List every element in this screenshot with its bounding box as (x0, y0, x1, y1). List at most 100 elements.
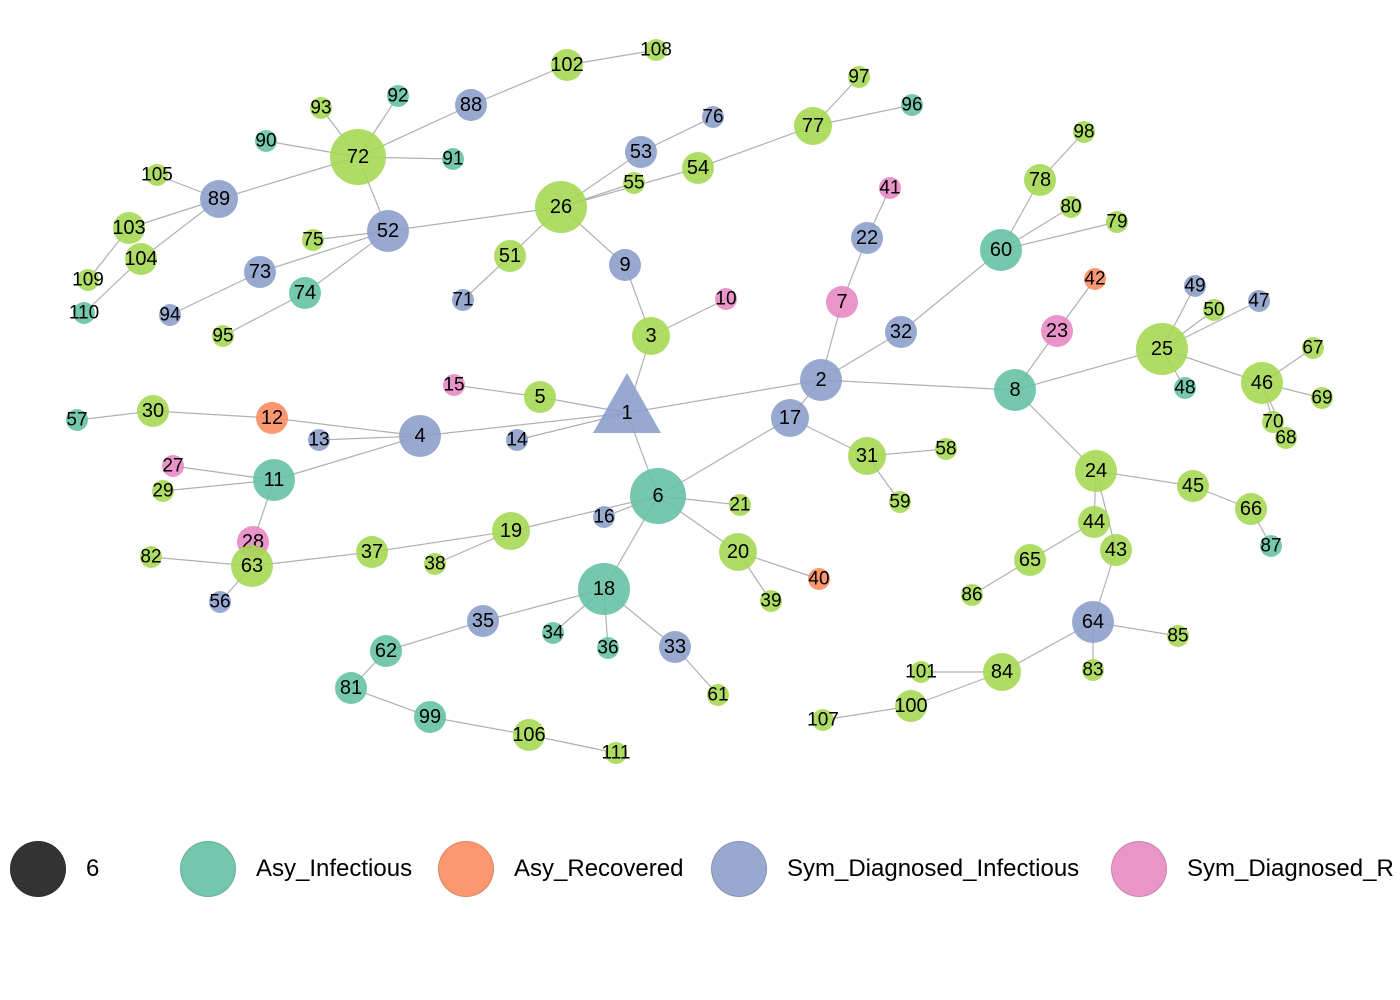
node-shape (1082, 659, 1104, 681)
node-shape (851, 222, 883, 254)
legend-label: Asy_Recovered (514, 855, 684, 882)
node-shape (578, 563, 630, 615)
node-shape (597, 637, 619, 659)
node-60: 60 (980, 229, 1022, 271)
node-label: 50 (1203, 300, 1224, 321)
node-shape (961, 584, 983, 606)
node-shape (1072, 601, 1114, 643)
node-shape (399, 415, 441, 457)
node-shape (879, 177, 901, 199)
node-5: 5 (524, 381, 556, 413)
node-shape (980, 229, 1022, 271)
node-shape (125, 243, 157, 275)
node-shape (707, 684, 729, 706)
node-shape (1248, 290, 1270, 312)
node-23: 23 (1041, 315, 1073, 347)
node-76: 76 (702, 106, 724, 128)
node-shape (632, 317, 670, 355)
node-label: 101 (905, 662, 937, 683)
node-19: 19 (492, 512, 530, 550)
node-95: 95 (212, 325, 234, 347)
node-label: 110 (69, 303, 99, 324)
node-97: 97 (848, 66, 870, 88)
node-label: 109 (72, 270, 104, 291)
node-shape (682, 152, 714, 184)
edge-35-62 (385, 620, 484, 652)
node-label: 20 (727, 541, 749, 563)
node-label: 11 (264, 469, 285, 491)
node-label: 69 (1311, 388, 1332, 409)
node-label: 33 (664, 636, 686, 658)
node-42: 42 (1084, 268, 1106, 290)
node-96: 96 (901, 94, 923, 116)
node-shape (452, 289, 474, 311)
node-shape (492, 512, 530, 550)
node-label: 67 (1302, 338, 1323, 359)
node-label: 102 (550, 54, 583, 76)
legend-swatch (10, 841, 66, 897)
node-92: 92 (387, 85, 409, 107)
node-shape (308, 429, 330, 451)
node-109: 109 (72, 269, 104, 291)
node-36: 36 (597, 637, 619, 659)
node-2: 2 (800, 359, 842, 401)
edge-4-11 (273, 435, 421, 481)
node-89: 89 (200, 180, 238, 218)
node-shape (370, 635, 402, 667)
node-shape (1060, 196, 1082, 218)
node-label: 93 (310, 98, 331, 119)
node-shape (77, 269, 99, 291)
node-shape (1106, 211, 1128, 233)
node-label: 16 (593, 507, 614, 528)
node-79: 79 (1106, 211, 1128, 233)
node-3: 3 (632, 317, 670, 355)
node-58: 58 (935, 438, 957, 460)
node-100: 100 (894, 690, 928, 722)
legend-swatch (180, 841, 236, 897)
node-43: 43 (1100, 534, 1132, 566)
legend-label: Sym_Diagnosed_R (1187, 855, 1394, 882)
legend-label: 6 (86, 855, 100, 882)
node-label: 104 (124, 248, 157, 270)
edge-99-106 (429, 716, 530, 736)
node-shape (335, 672, 367, 704)
node-57: 57 (66, 409, 88, 431)
node-label: 3 (645, 325, 656, 347)
node-shape (152, 480, 174, 502)
node-shape (1184, 275, 1206, 297)
node-label: 87 (1260, 536, 1281, 557)
node-shape (302, 229, 324, 251)
node-66: 66 (1235, 493, 1267, 525)
node-83: 83 (1082, 659, 1104, 681)
node-label: 45 (1182, 475, 1204, 497)
node-74: 74 (289, 277, 321, 309)
node-15: 15 (443, 374, 465, 396)
node-shape (159, 304, 181, 326)
node-label: 56 (209, 592, 230, 613)
node-shape (1275, 427, 1297, 449)
node-shape (73, 302, 95, 324)
node-label: 34 (542, 623, 564, 644)
node-label: 23 (1046, 320, 1068, 342)
node-shape (244, 256, 276, 288)
node-shape (848, 437, 886, 475)
node-label: 52 (377, 220, 399, 242)
node-shape (659, 631, 691, 663)
node-label: 64 (1082, 611, 1104, 633)
node-65: 65 (1014, 544, 1046, 576)
node-label: 84 (991, 661, 1013, 683)
node-shape (715, 288, 737, 310)
node-17: 17 (771, 399, 809, 437)
node-shape (424, 553, 446, 575)
node-label: 73 (249, 261, 271, 283)
node-7: 7 (826, 286, 858, 318)
node-shape (1024, 164, 1056, 196)
node-label: 77 (802, 115, 824, 137)
node-59: 59 (889, 491, 911, 513)
node-label: 5 (534, 386, 545, 408)
node-62: 62 (370, 635, 402, 667)
node-label: 65 (1019, 549, 1041, 571)
node-shape (771, 399, 809, 437)
node-1: 1 (593, 373, 661, 433)
node-label: 22 (856, 227, 878, 249)
